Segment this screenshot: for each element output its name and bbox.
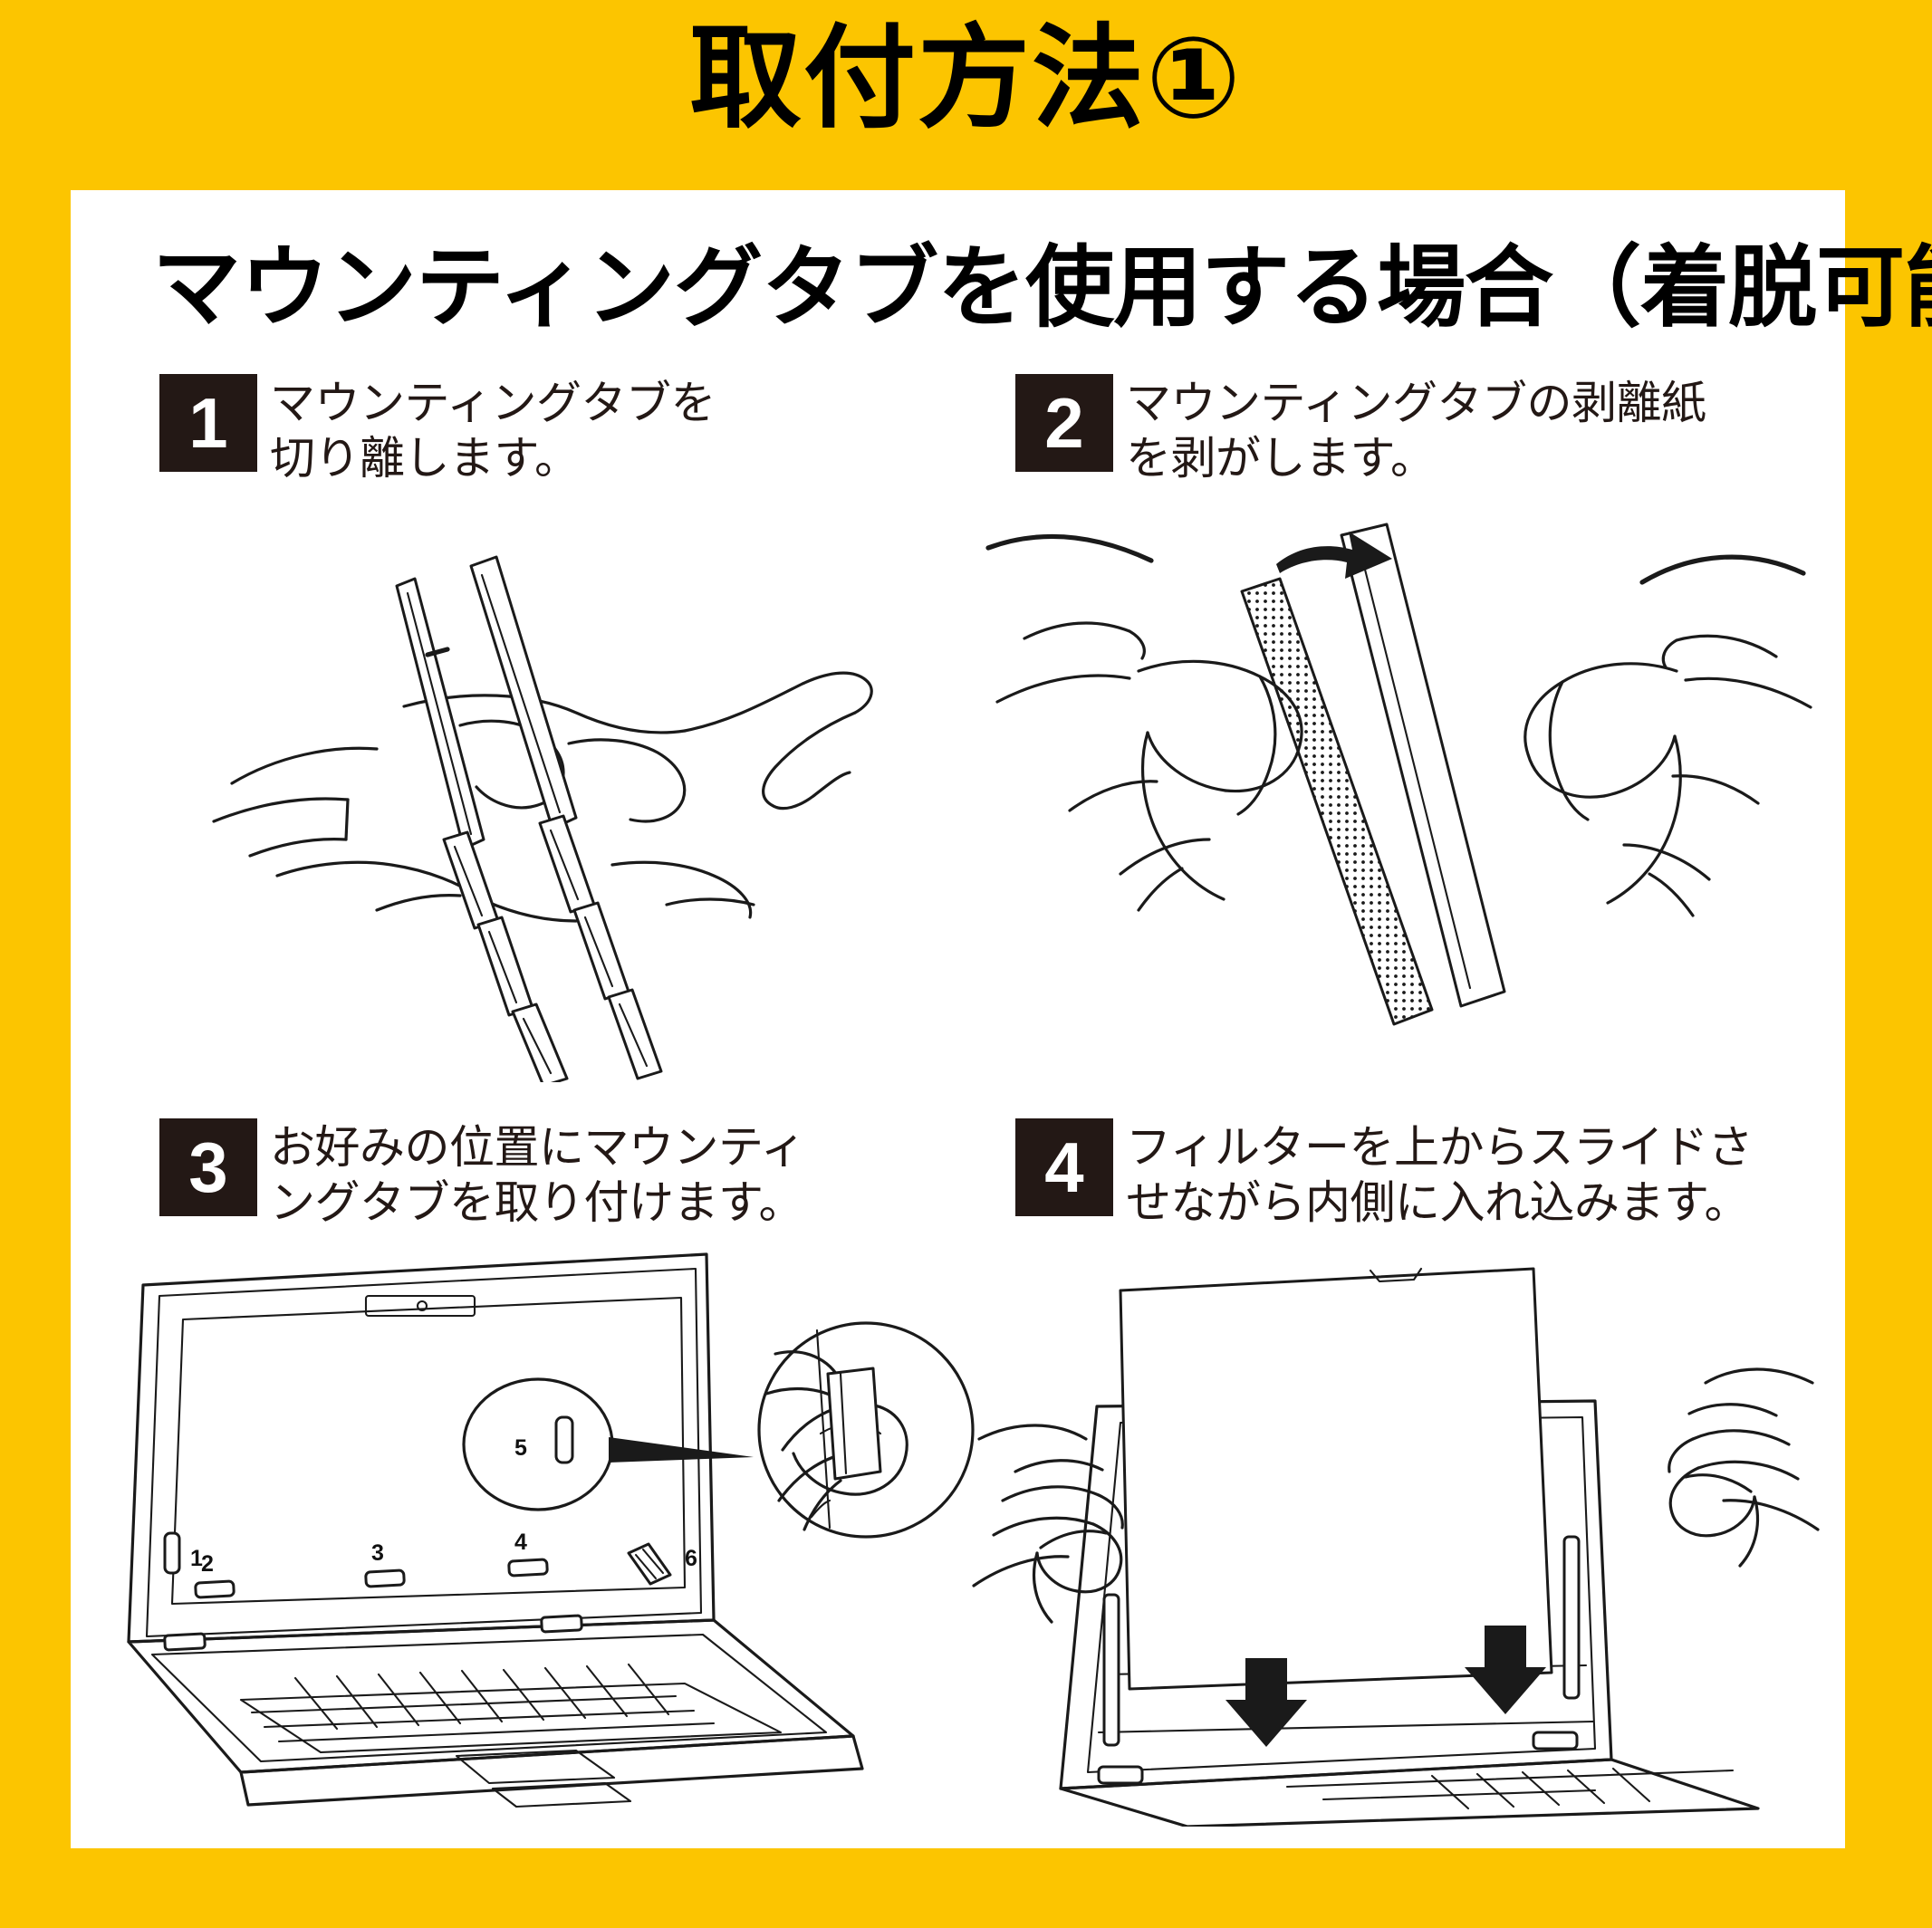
- callout-6: 6: [685, 1546, 697, 1571]
- step-4-header: 4 フィルターを上からスライドさ せながら内側に入れ込みます。: [1015, 1118, 1754, 1231]
- step-1-text-line1: マウンティングタブを: [270, 378, 716, 428]
- step-4-text: フィルターを上からスライドさ せながら内側に入れ込みます。: [1126, 1118, 1754, 1231]
- step-1-text: マウンティングタブを 切り離します。: [270, 374, 716, 486]
- step-number-badge: 1: [159, 374, 257, 472]
- step-3-text: お好みの位置にマウンティ ングタブを取り付けます。: [270, 1118, 806, 1231]
- step-number-badge: 3: [159, 1118, 257, 1216]
- step-4: 4 フィルターを上からスライドさ せながら内側に入れ込みます。: [961, 1102, 1831, 1845]
- callout-3: 3: [371, 1540, 384, 1566]
- step-1-illustration: [105, 484, 975, 1082]
- step-2-header: 2 マウンティングタブの剥離紙 を剥がします。: [1015, 374, 1706, 486]
- step-3-text-line2: ングタブを取り付けます。: [270, 1177, 804, 1228]
- callout-1: 1: [190, 1546, 203, 1571]
- page-title: 取付方法①: [689, 16, 1243, 141]
- step-2-illustration: [961, 484, 1831, 1082]
- step-4-illustration: [961, 1229, 1831, 1827]
- step-3-header: 3 お好みの位置にマウンティ ングタブを取り付けます。: [159, 1118, 806, 1231]
- card-heading: マウンティングタブを使用する場合（着脱可能）: [152, 237, 1932, 337]
- step-2-text-line1: マウンティングタブの剥離紙: [1126, 378, 1706, 428]
- step-2: 2 マウンティングタブの剥離紙 を剥がします。: [961, 358, 1831, 1100]
- steps-grid: 1 マウンティングタブを 切り離します。: [71, 358, 1845, 1843]
- step-3: 3 お好みの位置にマウンティ ングタブを取り付けます。: [105, 1102, 975, 1845]
- step-4-text-line1: フィルターを上からスライドさ: [1126, 1122, 1754, 1173]
- step-number-badge: 2: [1015, 374, 1113, 472]
- step-4-text-line2: せながら内側に入れ込みます。: [1126, 1177, 1750, 1228]
- callout-5: 5: [514, 1435, 527, 1461]
- callout-2: 2: [201, 1551, 214, 1577]
- step-number-badge: 4: [1015, 1118, 1113, 1216]
- callout-4: 4: [514, 1530, 527, 1555]
- instruction-card: マウンティングタブを使用する場合（着脱可能） 1 マウンティングタブを 切り離し…: [71, 190, 1932, 1848]
- step-1-text-line2: 切り離します。: [270, 433, 580, 484]
- step-2-text: マウンティングタブの剥離紙 を剥がします。: [1126, 374, 1706, 486]
- step-3-text-line1: お好みの位置にマウンティ: [270, 1122, 806, 1173]
- step-1: 1 マウンティングタブを 切り離します。: [105, 358, 975, 1100]
- step-3-illustration: 1 2 3 4 5: [105, 1229, 975, 1827]
- step-1-header: 1 マウンティングタブを 切り離します。: [159, 374, 716, 486]
- callout-6-tab-icon: [627, 1542, 672, 1586]
- step-2-text-line2: を剥がします。: [1126, 433, 1436, 484]
